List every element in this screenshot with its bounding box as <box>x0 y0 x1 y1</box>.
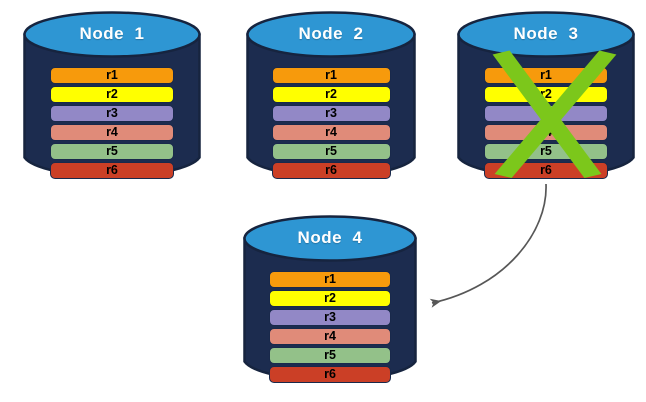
row-bar-label: r5 <box>540 143 552 158</box>
row-bar-r1[interactable]: r1 <box>269 270 391 288</box>
row-bar-r2[interactable]: r2 <box>483 85 609 103</box>
row-bar-label: r3 <box>324 309 336 324</box>
row-bar-r1[interactable]: r1 <box>271 66 391 84</box>
row-bar-r2[interactable]: r2 <box>269 289 391 307</box>
row-bar-r6[interactable]: r6 <box>269 365 391 383</box>
row-bar-r6[interactable]: r6 <box>49 161 175 179</box>
row-bar-r3[interactable]: r3 <box>271 104 391 122</box>
node-row-list: r1 r2 r3 r4 r5 r6 <box>49 66 175 179</box>
row-bar-r3[interactable]: r3 <box>269 308 391 326</box>
row-bar-r1[interactable]: r1 <box>49 66 175 84</box>
row-bar-label: r6 <box>540 162 552 177</box>
row-bar-label: r1 <box>106 67 118 82</box>
row-bar-label: r2 <box>106 86 118 101</box>
row-bar-label: r5 <box>325 143 337 158</box>
node-row-list: r1 r2 r3 r4 r5 r6 <box>271 66 391 179</box>
row-bar-label: r3 <box>106 105 118 120</box>
node-row-list: r1 r2 r3 r4 r5 r6 <box>269 270 391 383</box>
row-bar-r4[interactable]: r4 <box>49 123 175 141</box>
row-bar-label: r5 <box>324 347 336 362</box>
row-bar-label: r6 <box>325 162 337 177</box>
node-row-list: r1 r2 r3 r4 r5 r6 <box>483 66 609 179</box>
row-bar-label: r2 <box>540 86 552 101</box>
row-bar-r2[interactable]: r2 <box>271 85 391 103</box>
row-bar-r6[interactable]: r6 <box>271 161 391 179</box>
cylinder-top-ellipse <box>23 11 201 58</box>
row-bar-r3[interactable]: r3 <box>49 104 175 122</box>
row-bar-label: r2 <box>324 290 336 305</box>
row-bar-label: r1 <box>325 67 337 82</box>
row-bar-label: r4 <box>106 124 118 139</box>
row-bar-label: r4 <box>540 124 552 139</box>
row-bar-label: r1 <box>324 271 336 286</box>
row-bar-label: r6 <box>106 162 118 177</box>
row-bar-r2[interactable]: r2 <box>49 85 175 103</box>
cylinder-top-ellipse <box>246 11 416 58</box>
row-bar-r5[interactable]: r5 <box>483 142 609 160</box>
row-bar-label: r4 <box>325 124 337 139</box>
row-bar-label: r2 <box>325 86 337 101</box>
migration-arrow-path <box>429 183 547 308</box>
row-bar-r6[interactable]: r6 <box>483 161 609 179</box>
row-bar-r4[interactable]: r4 <box>483 123 609 141</box>
row-bar-label: r3 <box>325 105 337 120</box>
row-bar-r1[interactable]: r1 <box>483 66 609 84</box>
row-bar-r5[interactable]: r5 <box>49 142 175 160</box>
row-bar-label: r6 <box>324 366 336 381</box>
row-bar-label: r3 <box>540 105 552 120</box>
row-bar-r5[interactable]: r5 <box>269 346 391 364</box>
row-bar-label: r4 <box>324 328 336 343</box>
row-bar-r5[interactable]: r5 <box>271 142 391 160</box>
row-bar-r3[interactable]: r3 <box>483 104 609 122</box>
row-bar-label: r1 <box>540 67 552 82</box>
row-bar-r4[interactable]: r4 <box>269 327 391 345</box>
row-bar-label: r5 <box>106 143 118 158</box>
row-bar-r4[interactable]: r4 <box>271 123 391 141</box>
cylinder-top-ellipse <box>243 215 417 262</box>
cylinder-top-ellipse <box>457 11 635 58</box>
